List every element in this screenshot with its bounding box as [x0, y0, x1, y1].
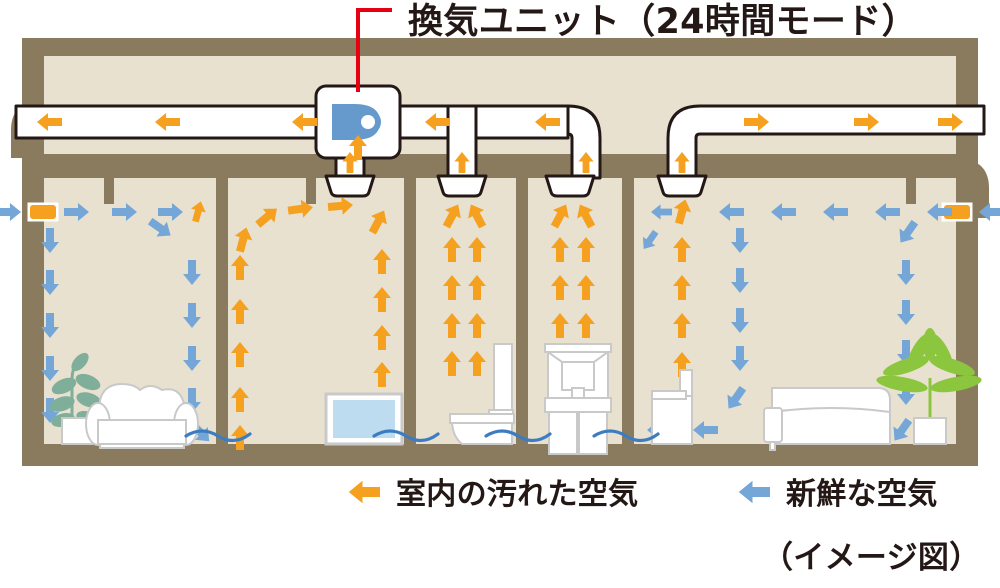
wall-intake-right: [941, 202, 973, 222]
toilet-bowl: [450, 419, 513, 445]
partition-wall-2: [404, 178, 416, 444]
cabinet-body: [651, 395, 693, 445]
sofa-arm-right: [763, 407, 783, 443]
legend-dirty-arrow: [348, 480, 380, 504]
duct-main-left: [14, 104, 328, 140]
palm-plant-right: [876, 328, 982, 445]
legend-label-fresh-air: 新鮮な空気: [786, 477, 938, 512]
sofa-seat-left: [97, 419, 187, 445]
exterior-exhaust-pipe-right: [959, 159, 989, 218]
under-door-air-waves: [184, 429, 660, 443]
partition-wall-4: [622, 178, 634, 444]
sofa-seat-right: [771, 407, 891, 445]
washbasin-unit: [544, 343, 612, 455]
bathtub: [324, 392, 404, 446]
cabinet-shelf: [651, 390, 687, 400]
floor-slab: [22, 444, 978, 466]
sofa-leg-right: [769, 441, 776, 451]
partition-wall-3: [516, 178, 528, 444]
ceiling-vents: [324, 174, 708, 198]
sofa-right: [763, 387, 891, 451]
wall-intake-left: [27, 202, 59, 222]
page-title: 換気ユニット（24時間モード）: [408, 2, 917, 42]
toilet-seat: [449, 413, 515, 424]
legend-label-dirty-air: 室内の汚れた空気: [396, 477, 639, 512]
faucet: [571, 387, 585, 399]
legend-fresh-arrow: [738, 480, 770, 504]
image-caption: （イメージ図）: [762, 540, 981, 576]
ceiling-stub-3: [906, 178, 916, 204]
ceiling-vent-4: [656, 174, 708, 198]
cabinet-right: [651, 369, 693, 445]
mirror-glass: [561, 361, 595, 391]
ceiling-stub-2: [306, 178, 316, 204]
palm-pot: [913, 417, 947, 445]
ceiling-vent-3: [544, 174, 596, 198]
toilet: [449, 343, 515, 445]
ceiling-vent-1: [324, 174, 376, 198]
basin-counter: [544, 397, 612, 413]
ceiling-slab: [22, 154, 978, 178]
mirror-top-shelf: [544, 343, 612, 353]
partition-wall-1: [216, 178, 228, 444]
ceiling-stub-1: [104, 178, 114, 204]
ceiling-vent-2: [436, 174, 488, 198]
sofa-left: [85, 382, 199, 449]
vanity-door-1: [548, 411, 578, 455]
toilet-tank: [493, 343, 513, 415]
